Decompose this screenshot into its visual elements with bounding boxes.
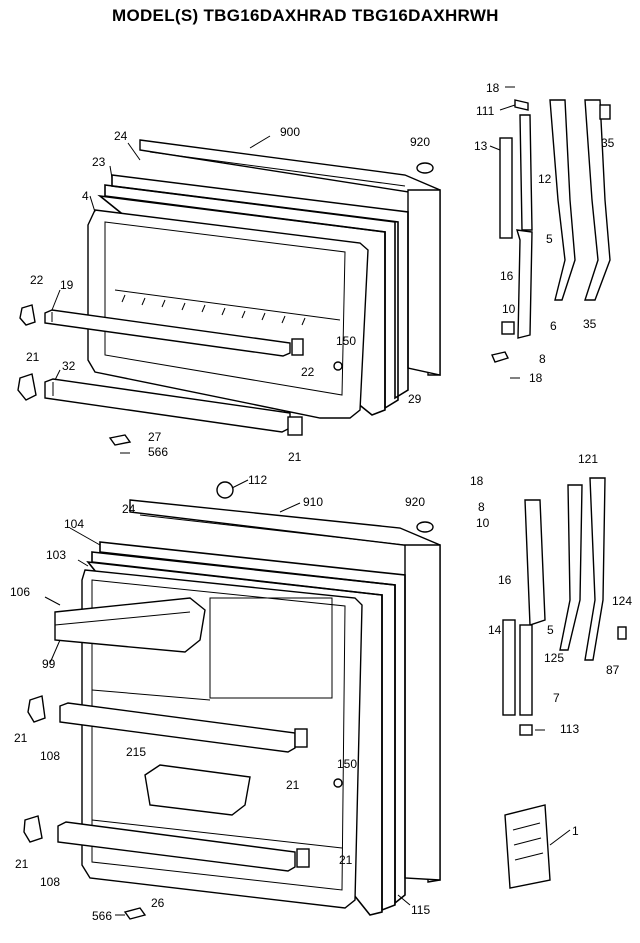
label-top-22b: 22: [301, 365, 315, 379]
label-top-23: 23: [92, 155, 106, 169]
label-top-5: 5: [546, 232, 553, 246]
label-bottom-26: 26: [151, 896, 165, 910]
label-bottom-21a: 21: [14, 731, 28, 745]
label-bottom-1: 1: [572, 824, 579, 838]
label-top-13: 13: [474, 139, 488, 153]
label-bottom-124: 124: [612, 594, 632, 608]
label-bottom-215: 215: [126, 745, 146, 759]
label-bottom-566: 566: [92, 909, 112, 923]
label-bottom-16: 16: [498, 573, 512, 587]
label-bottom-21b: 21: [286, 778, 300, 792]
label-bottom-104: 104: [64, 517, 84, 531]
label-top-150: 150: [336, 334, 356, 348]
label-top-27: 27: [148, 430, 162, 444]
label-top-10: 10: [502, 302, 516, 316]
label-bottom-103: 103: [46, 548, 66, 562]
label-top-21b: 21: [288, 450, 302, 464]
freezer-door-liner: [87, 209, 369, 419]
liner-ribs: [121, 294, 306, 326]
label-bottom-150: 150: [337, 757, 357, 771]
door-shelf-bin-215: [144, 764, 251, 816]
label-top-8: 8: [539, 352, 546, 366]
label-top-22a: 22: [30, 273, 44, 287]
butter-compartment-106: [54, 597, 206, 653]
label-bottom-99: 99: [42, 657, 56, 671]
shelf-end-caps-top: [17, 304, 304, 436]
label-top-19: 19: [60, 278, 74, 292]
leader-lines: [44, 86, 571, 916]
label-bottom-10: 10: [476, 516, 490, 530]
label-top-29: 29: [408, 392, 422, 406]
label-bottom-115: 115: [411, 903, 430, 917]
fresh-food-door-outer-panel: [129, 499, 441, 883]
label-top-111: 111: [476, 104, 495, 118]
label-top-16: 16: [500, 269, 514, 283]
diagram-title: MODEL(S) TBG16DAXHRAD TBG16DAXHRWH: [112, 6, 499, 25]
label-bottom-121: 121: [578, 452, 598, 466]
label-bottom-5: 5: [547, 623, 554, 637]
door-shelf-bar-108-lower: [57, 821, 296, 872]
label-top-35a: 35: [601, 136, 615, 150]
label-top-24: 24: [114, 129, 128, 143]
label-bottom-21c: 21: [15, 857, 29, 871]
label-top-900: 900: [280, 125, 300, 139]
label-bottom-113: 113: [560, 722, 579, 736]
label-bottom-910: 910: [303, 495, 323, 509]
label-top-18b: 18: [529, 371, 543, 385]
label-bottom-87: 87: [606, 663, 620, 677]
owners-manual-1: [504, 804, 551, 889]
label-bottom-112: 112: [248, 473, 267, 487]
label-bottom-125: 125: [544, 651, 564, 665]
label-top-35b: 35: [583, 317, 597, 331]
label-bottom-14: 14: [488, 623, 502, 637]
label-bottom-21d: 21: [339, 853, 353, 867]
shelf-end-caps-bottom: [23, 695, 310, 868]
label-top-566: 566: [148, 445, 168, 459]
label-bottom-18: 18: [470, 474, 484, 488]
label-bottom-108b: 108: [40, 875, 60, 889]
label-top-6: 6: [550, 319, 557, 333]
label-bottom-108a: 108: [40, 749, 60, 763]
label-top-32: 32: [62, 359, 76, 373]
label-bottom-8: 8: [478, 500, 485, 514]
label-top-920: 920: [410, 135, 430, 149]
label-top-12: 12: [538, 172, 552, 186]
fresh-food-small-parts: [123, 481, 434, 920]
label-bottom-24: 24: [122, 502, 136, 516]
label-top-4: 4: [82, 189, 89, 203]
freezer-hinges-right: [491, 99, 611, 363]
label-top-21a: 21: [26, 350, 40, 364]
label-bottom-920: 920: [405, 495, 425, 509]
door-shelf-bar-108-upper: [59, 702, 296, 753]
label-top-18: 18: [486, 81, 500, 95]
label-bottom-106: 106: [10, 585, 30, 599]
freezer-small-parts: [108, 162, 434, 446]
fresh-food-hinges-right: [502, 477, 627, 736]
label-bottom-7: 7: [553, 691, 560, 705]
